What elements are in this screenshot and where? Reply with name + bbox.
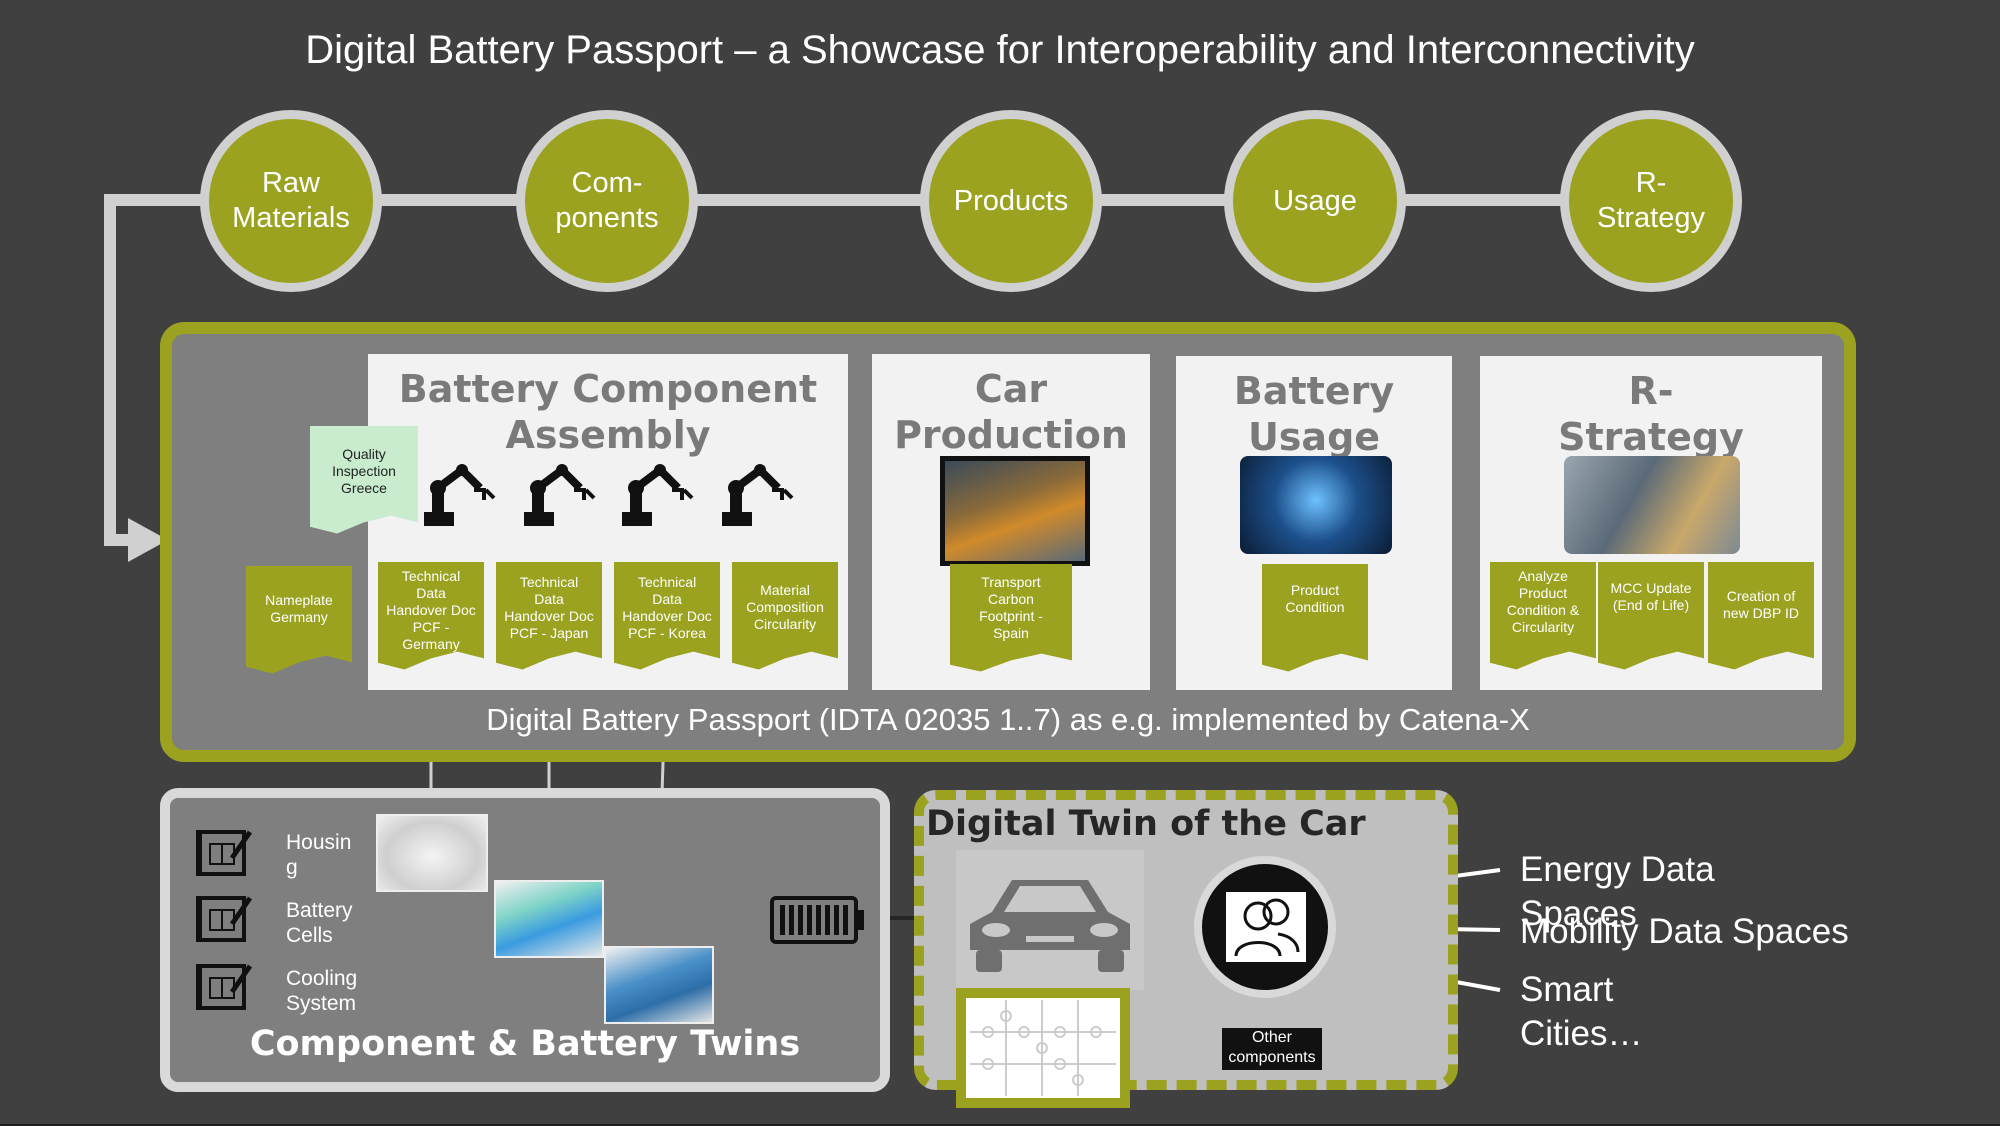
mobility-data-spaces: Mobility Data Spaces: [1520, 912, 1849, 951]
bottom-strip: [0, 1124, 2000, 1126]
blueprint-icon: [196, 896, 253, 942]
stage-label: R- Strategy: [1597, 167, 1705, 234]
puzzle-icon: [970, 1000, 1116, 1096]
doc-technical-data-japan: Technical Data Handover Doc PCF - Japan: [496, 562, 602, 670]
car-icon: [956, 850, 1144, 990]
card-title: R- Strategy: [1558, 369, 1744, 459]
doc-transport-carbon: Transport Carbon Footprint - Spain: [950, 564, 1072, 672]
cooling-system-photo: [604, 946, 714, 1024]
stage-usage: Usage: [1224, 110, 1406, 292]
card-title: Car Production: [894, 367, 1128, 457]
stage-label: Raw Materials: [232, 167, 350, 234]
doc-product-condition: Product Condition: [1262, 564, 1368, 672]
users-icon: [1226, 892, 1306, 962]
doc-quality-inspection: Quality Inspection Greece: [310, 426, 418, 534]
stage-products: Products: [920, 110, 1102, 292]
recycling-photo: [1564, 456, 1740, 554]
card-title: Battery Usage: [1233, 369, 1395, 459]
stage-raw-materials: Raw Materials: [200, 110, 382, 292]
smart-cities: Smart Cities…: [1520, 970, 1643, 1053]
dashboard-photo: [1240, 456, 1392, 554]
robot-arm-icon: [524, 464, 596, 526]
twin-label-battery-cells: Battery Cells: [286, 899, 353, 947]
card-car-production: Car Production: [872, 354, 1150, 690]
doc-nameplate: Nameplate Germany: [246, 566, 352, 674]
doc-mcc-update: MCC Update (End of Life): [1598, 562, 1704, 670]
stage-components: Com- ponents: [516, 110, 698, 292]
factory-photo: [940, 456, 1090, 566]
twin-label-housing: Housin g: [286, 831, 352, 879]
blueprint-icon: [196, 964, 253, 1010]
robot-arm-icon: [722, 464, 794, 526]
battery-icon: [770, 896, 864, 944]
doc-creation-dbp-id: Creation of new DBP ID: [1708, 562, 1814, 670]
blueprint-icon: [196, 830, 253, 876]
car-twin-title: Digital Twin of the Car: [926, 804, 1366, 844]
passport-caption: Digital Battery Passport (IDTA 02035 1..…: [486, 702, 1530, 737]
doc-technical-data-korea: Technical Data Handover Doc PCF - Korea: [614, 562, 720, 670]
battery-cells-photo: [494, 880, 604, 958]
stage-r-strategy: R- Strategy: [1560, 110, 1742, 292]
stage-label: Products: [953, 184, 1069, 217]
card-title: Battery Component Assembly: [398, 367, 818, 457]
stage-label: Usage: [1273, 184, 1357, 217]
other-components-label: Other components: [1222, 1028, 1322, 1070]
stage-label: Com- ponents: [555, 167, 659, 234]
housing-photo: [376, 814, 488, 892]
twins-title: Component & Battery Twins: [249, 1024, 801, 1064]
doc-material-composition: Material Composition Circularity: [732, 562, 838, 670]
robot-arm-icon: [424, 464, 496, 526]
doc-technical-data-germany: Technical Data Handover Doc PCF - German…: [378, 562, 484, 670]
twin-label-cooling-system: Cooling System: [286, 967, 358, 1015]
page-title: Digital Battery Passport – a Showcase fo…: [305, 28, 1695, 72]
robot-arm-icon: [622, 464, 694, 526]
energy-data-spaces: Energy Data Spaces: [1520, 850, 1715, 933]
doc-analyze-product: Analyze Product Condition & Circularity: [1490, 562, 1596, 670]
